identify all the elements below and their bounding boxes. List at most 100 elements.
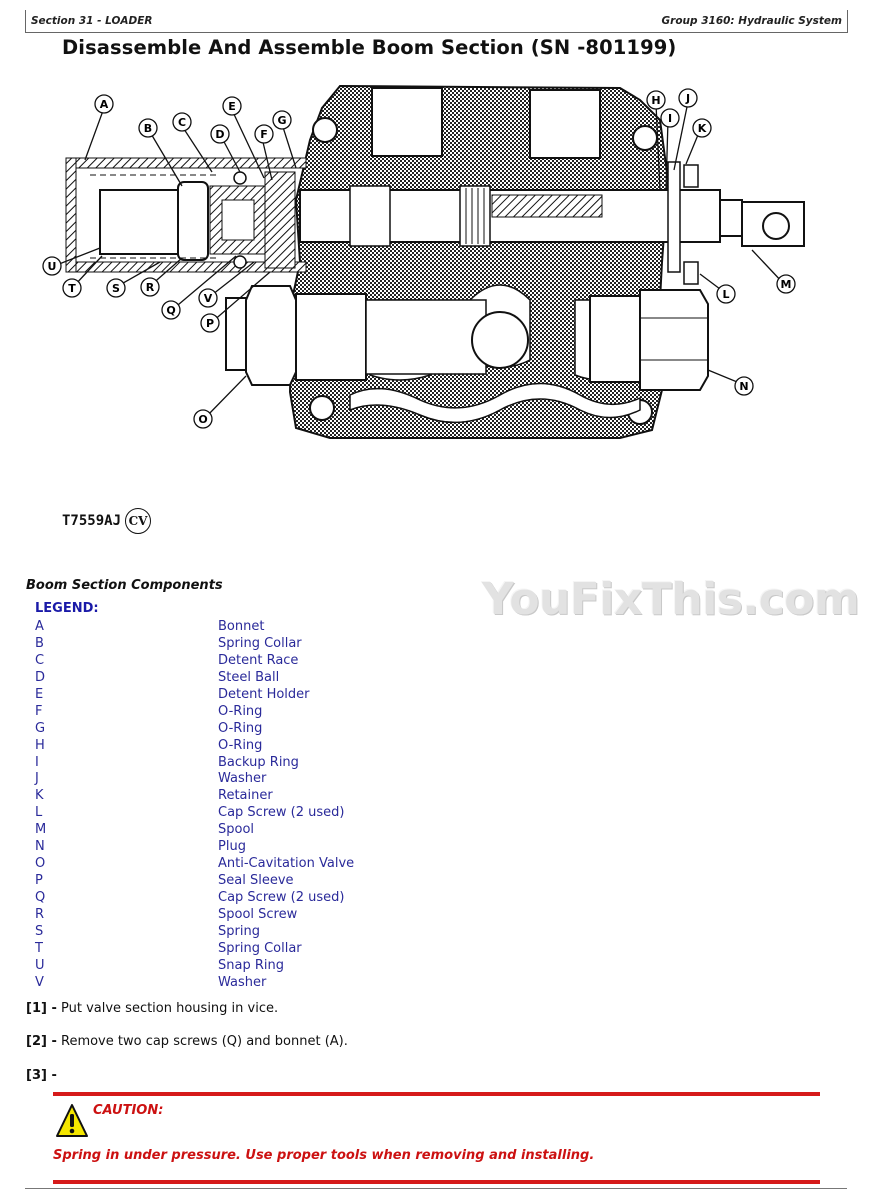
svg-text:J: J	[685, 92, 690, 105]
callout-o: O	[193, 409, 213, 429]
legend-heading: LEGEND:	[35, 601, 99, 616]
legend-key: V	[35, 974, 44, 990]
legend-key: T	[35, 940, 43, 956]
svg-text:C: C	[178, 116, 186, 129]
legend-item: D Steel Ball	[35, 670, 354, 687]
figure-badge: CV	[125, 508, 152, 534]
legend-item: B Spring Collar	[35, 636, 354, 653]
step-1: [1] - Put valve section housing in vice.	[26, 1001, 278, 1016]
svg-text:G: G	[277, 114, 286, 127]
legend-key: Q	[35, 890, 46, 905]
callout-s: S	[106, 278, 126, 298]
step-number: [3] -	[26, 1068, 57, 1083]
svg-text:B: B	[144, 122, 152, 135]
callout-v: V	[198, 288, 218, 308]
caution-top-rule	[53, 1092, 820, 1096]
callout-h: H	[646, 90, 666, 110]
footer-rule	[25, 1188, 847, 1189]
legend-key: F	[35, 703, 43, 719]
callout-q: Q	[161, 300, 181, 320]
legend-label: Cap Screw (2 used)	[218, 890, 345, 905]
legend-label: Seal Sleeve	[218, 873, 294, 889]
legend-label: Washer	[218, 771, 267, 787]
legend-label: Backup Ring	[218, 754, 299, 770]
callout-r: R	[140, 277, 160, 297]
legend-label: Detent Race	[218, 652, 299, 668]
legend-label: Cap Screw (2 used)	[218, 805, 345, 821]
valve-housing	[288, 84, 670, 439]
callout-d: D	[210, 124, 230, 144]
caution-message: Spring in under pressure. Use proper too…	[53, 1148, 595, 1163]
svg-text:K: K	[698, 122, 707, 135]
legend-item: T Spring Collar	[35, 941, 354, 958]
svg-text:O: O	[198, 413, 207, 426]
caution-box: CAUTION: Spring in under pressure. Use p…	[53, 1092, 820, 1184]
step-number: [1] -	[26, 1001, 57, 1016]
figure-number: T7559AJ	[62, 513, 122, 529]
svg-text:I: I	[668, 112, 672, 125]
legend-label: Spool Screw	[218, 906, 298, 922]
legend-key: K	[35, 788, 44, 804]
boom-section-diagram: A B C D E F G H I J K L M N O P Q R S T …	[42, 84, 805, 439]
callout-c: C	[172, 112, 192, 132]
anti-cavitation-valve	[225, 285, 529, 386]
caution-bottom-rule	[53, 1180, 820, 1184]
legend-label: O-Ring	[218, 703, 263, 719]
legend-key: N	[35, 839, 45, 855]
legend-key: I	[35, 754, 39, 770]
svg-text:H: H	[651, 94, 660, 107]
bonnet	[65, 157, 307, 273]
callout-a: A	[94, 94, 114, 114]
legend-label: Spool	[218, 822, 255, 838]
components-title: Boom Section Components	[26, 578, 223, 593]
callout-f: F	[254, 124, 274, 144]
legend-label: Snap Ring	[218, 957, 284, 973]
step-text: Remove two cap screws (Q) and bonnet (A)…	[56, 1034, 348, 1049]
group-label: Group 3160: Hydraulic System	[661, 15, 842, 27]
legend-label: Spring Collar	[218, 940, 302, 956]
callout-e: E	[222, 96, 242, 116]
legend-key: L	[35, 805, 43, 821]
legend-item: L Cap Screw (2 used)	[35, 805, 354, 822]
svg-text:Q: Q	[166, 304, 175, 317]
legend-label: Anti-Cavitation Valve	[218, 856, 355, 872]
legend-label: Spring	[218, 923, 260, 939]
svg-text:L: L	[722, 288, 729, 301]
callout-b: B	[138, 118, 158, 138]
legend-key: P	[35, 873, 43, 889]
svg-text:U: U	[48, 260, 57, 273]
legend-key: B	[35, 635, 44, 651]
legend-key: C	[35, 652, 45, 668]
legend-item: S Spring	[35, 924, 354, 941]
legend-item: O Anti-Cavitation Valve	[35, 856, 354, 873]
legend-item: Q Cap Screw (2 used)	[35, 890, 354, 907]
legend-label: Washer	[218, 974, 267, 990]
svg-text:V: V	[204, 292, 213, 305]
page-title: Disassemble And Assemble Boom Section (S…	[62, 36, 677, 59]
svg-text:D: D	[215, 128, 224, 141]
svg-text:P: P	[206, 317, 214, 330]
svg-text:T: T	[68, 282, 76, 295]
legend-key: S	[35, 923, 44, 939]
section-label: Section 31 - LOADER	[31, 15, 153, 27]
callout-t: T	[62, 278, 82, 298]
spool	[299, 161, 805, 285]
svg-text:E: E	[228, 100, 236, 113]
legend-label: O-Ring	[218, 720, 263, 736]
step-2: [2] - Remove two cap screws (Q) and bonn…	[26, 1034, 348, 1049]
legend-label: Spring Collar	[218, 635, 302, 651]
callout-l: L	[716, 284, 736, 304]
legend-key: A	[35, 619, 44, 634]
callout-g: G	[272, 110, 292, 130]
legend-key: M	[35, 822, 47, 838]
svg-text:M: M	[781, 278, 792, 291]
callout-m: M	[776, 274, 796, 294]
legend-key: O	[35, 856, 46, 872]
step-text: Put valve section housing in vice.	[56, 1001, 279, 1016]
callout-u: U	[42, 256, 62, 276]
legend-label: Steel Ball	[218, 669, 280, 685]
callout-j: J	[678, 88, 698, 108]
callout-n: N	[734, 376, 754, 396]
legend-key: D	[35, 669, 46, 685]
